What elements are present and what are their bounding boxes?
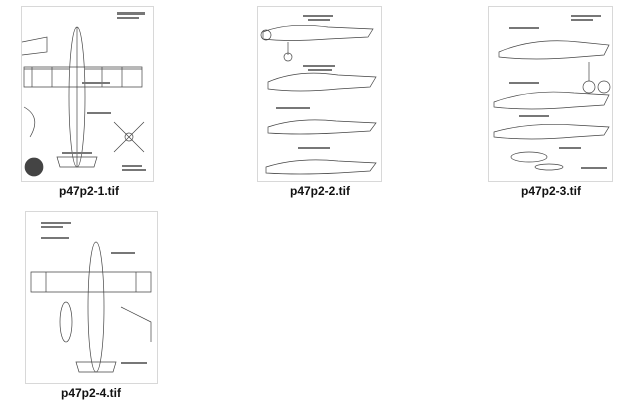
thumbnail-2[interactable]	[258, 7, 381, 181]
blueprint-details-icon	[489, 7, 612, 181]
blueprint-bottom-view-icon	[26, 212, 157, 383]
file-name-2[interactable]: p47p2-2.tif	[289, 184, 350, 198]
file-name-3[interactable]: p47p2-3.tif	[520, 184, 581, 198]
file-name-4[interactable]: p47p2-4.tif	[60, 386, 121, 400]
thumbnail-3[interactable]	[489, 7, 612, 181]
file-name-1[interactable]: p47p2-1.tif	[58, 184, 119, 198]
thumbnail-4[interactable]	[26, 212, 157, 383]
thumbnail-1[interactable]	[22, 7, 153, 181]
blueprint-top-view-icon	[22, 7, 153, 181]
blueprint-side-views-icon	[258, 7, 381, 181]
